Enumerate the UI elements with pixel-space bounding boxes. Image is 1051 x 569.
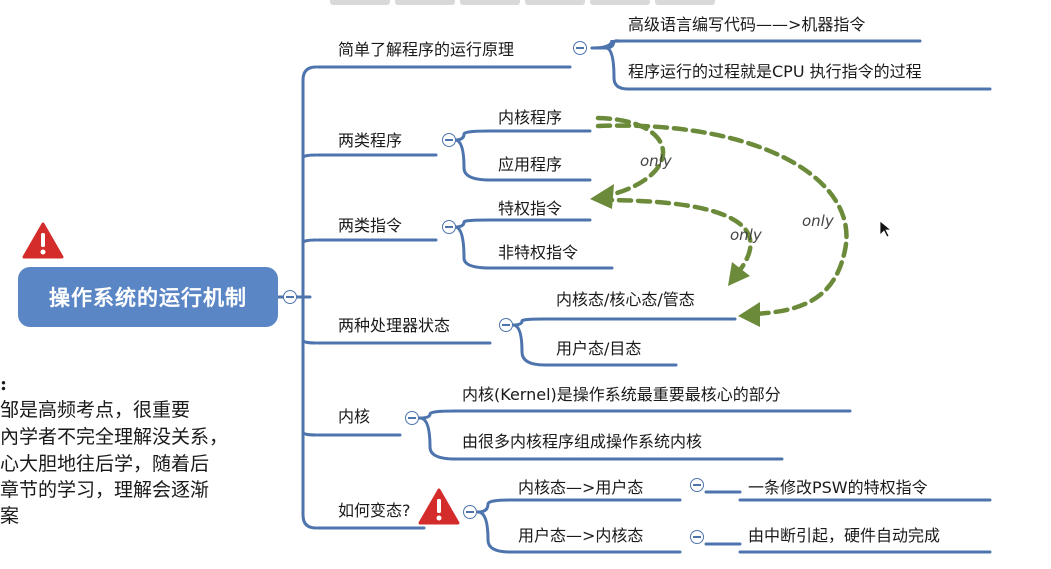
collapse-icon[interactable] [463, 505, 477, 519]
top-bar-fragment [525, 0, 585, 5]
branch-label[interactable]: 两种处理器状态 [338, 316, 451, 335]
only-label: only [730, 226, 762, 244]
child-label[interactable]: 程序运行的过程就是CPU 执行指令的过程 [628, 62, 922, 81]
child-label[interactable]: 应用程序 [498, 155, 563, 174]
root-title: 操作系统的运行机制 [49, 286, 247, 310]
top-bar-fragment [655, 0, 715, 5]
note-line: : [0, 373, 8, 395]
warning-icon [22, 222, 64, 259]
warning-icon [418, 488, 460, 525]
child-label[interactable]: 用户态—>内核态 [518, 526, 644, 545]
top-bar-fragment [460, 0, 520, 5]
collapse-icon[interactable] [573, 41, 587, 55]
child-label[interactable]: 内核程序 [498, 108, 563, 127]
child-label[interactable]: 特权指令 [498, 199, 563, 218]
top-bar-fragment [330, 0, 390, 5]
note-line: 內学者不完全理解没关系， [0, 426, 229, 448]
collapse-icon[interactable] [690, 478, 704, 492]
collapse-icon[interactable] [690, 530, 704, 544]
only-label: only [640, 152, 672, 170]
collapse-icon[interactable] [442, 220, 456, 234]
branch-label[interactable]: 两类程序 [338, 131, 403, 150]
child-label[interactable]: 非特权指令 [498, 243, 579, 262]
branch-label[interactable]: 内核 [338, 407, 371, 426]
collapse-icon[interactable] [405, 411, 419, 425]
branch-label[interactable]: 两类指令 [338, 216, 403, 235]
top-bar-fragment [590, 0, 650, 5]
note-line: 心大胆地往后学，随着后 [0, 453, 210, 475]
note-line: 邹是高频考点，很重要 [0, 399, 191, 421]
root-node[interactable]: 操作系统的运行机制 [18, 267, 278, 327]
note-line: 章节的学习，理解会逐渐 [0, 479, 210, 501]
branch-label[interactable]: 简单了解程序的运行原理 [338, 40, 515, 59]
detail-label[interactable]: 由中断引起，硬件自动完成 [748, 526, 941, 545]
child-label[interactable]: 内核态/核心态/管态 [556, 290, 695, 309]
child-label[interactable]: 由很多内核程序组成操作系统内核 [462, 432, 703, 451]
child-label[interactable]: 内核态—>用户态 [518, 478, 644, 497]
child-label[interactable]: 高级语言编写代码——>机器指令 [628, 15, 866, 34]
only-label: only [802, 212, 834, 230]
collapse-icon[interactable] [283, 290, 297, 304]
child-label[interactable]: 内核(Kernel)是操作系统最重要最核心的部分 [462, 385, 781, 404]
child-label[interactable]: 用户态/目态 [556, 339, 642, 358]
top-bar-fragment [395, 0, 455, 5]
cursor-icon [879, 220, 893, 238]
detail-label[interactable]: 一条修改PSW的特权指令 [748, 478, 928, 497]
collapse-icon[interactable] [499, 318, 513, 332]
branch-label[interactable]: 如何变态? [338, 501, 411, 520]
note-line: 案 [0, 505, 20, 527]
collapse-icon[interactable] [442, 133, 456, 147]
